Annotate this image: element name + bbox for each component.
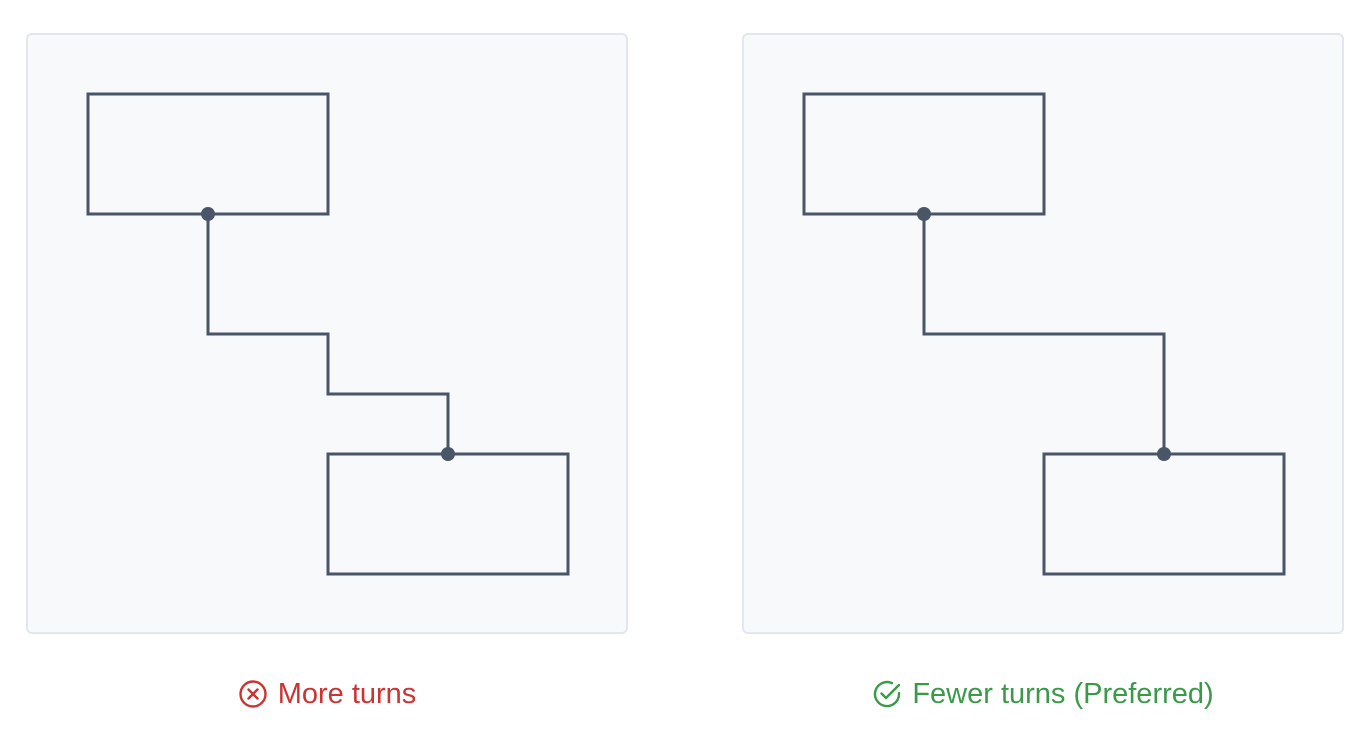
source-connection-dot [917, 207, 931, 221]
diagram-more-turns [86, 92, 570, 576]
caption-label: More turns [277, 677, 417, 710]
diagram-panel-fewer-turns [742, 33, 1344, 634]
connector-path [922, 214, 1166, 454]
connector-path [206, 214, 450, 454]
target-box [326, 452, 570, 576]
source-box [802, 92, 1046, 216]
x-circle-icon [238, 679, 268, 709]
caption-fewer-turns: Fewer turns (Preferred) [742, 668, 1344, 720]
caption-label: Fewer turns (Preferred) [912, 677, 1214, 710]
target-box [1042, 452, 1286, 576]
diagram-panel-more-turns [26, 33, 628, 634]
target-connection-dot [441, 447, 455, 461]
source-connection-dot [201, 207, 215, 221]
target-connection-dot [1157, 447, 1171, 461]
check-circle-icon [872, 679, 902, 709]
diagram-fewer-turns [802, 92, 1286, 576]
caption-more-turns: More turns [26, 668, 628, 720]
source-box [86, 92, 330, 216]
